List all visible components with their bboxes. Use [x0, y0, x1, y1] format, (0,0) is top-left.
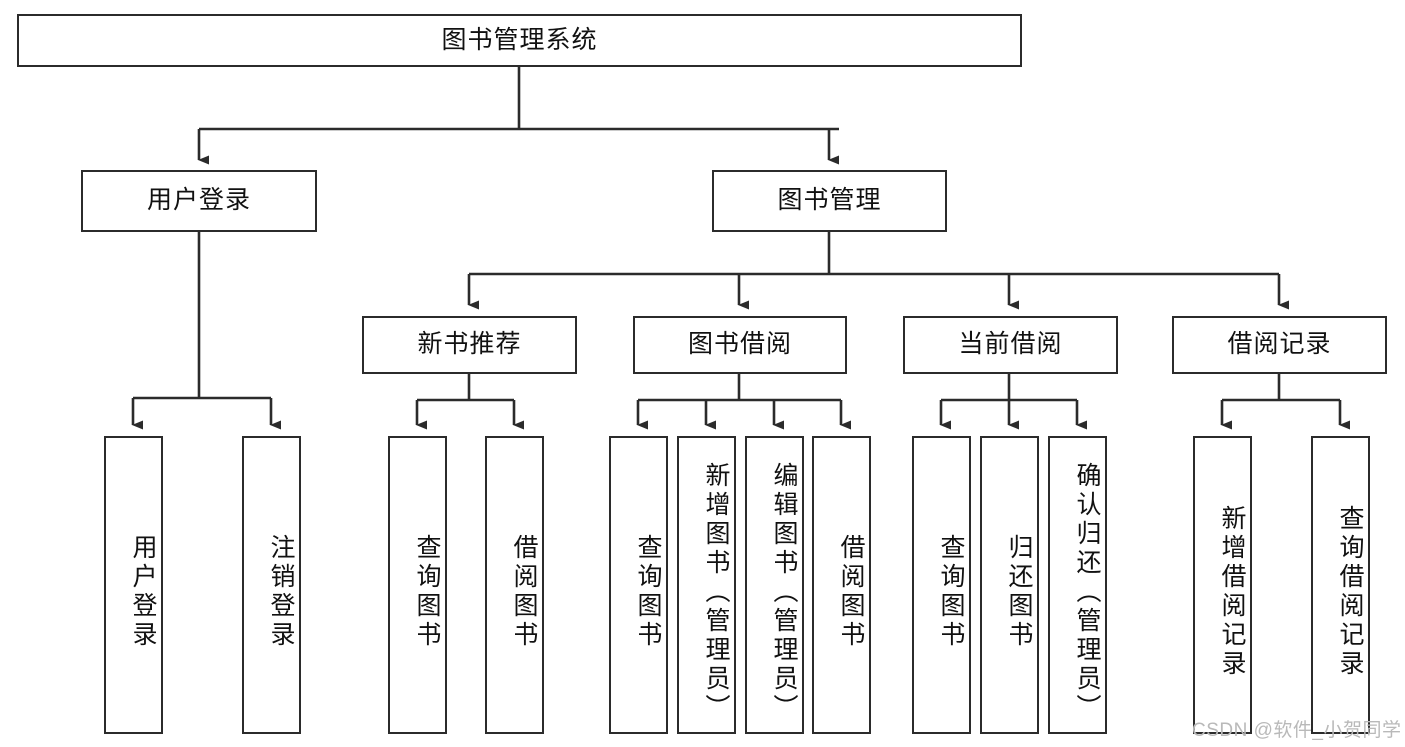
node-book-borrow[interactable]: 图书借阅 [633, 316, 847, 374]
node-label: 借阅记录 [1227, 330, 1332, 359]
node-label: 注销登录 [267, 534, 295, 650]
node-label: 借阅图书 [510, 534, 538, 650]
leaf-borrow-add-book[interactable]: 新增图书（管理员） [677, 436, 736, 734]
leaf-new-book-query[interactable]: 查询图书 [388, 436, 447, 734]
node-label: 确认归还（管理员） [1073, 461, 1101, 723]
node-user-login[interactable]: 用户登录 [81, 170, 317, 232]
node-current-borrow[interactable]: 当前借阅 [903, 316, 1118, 374]
node-label: 查询图书 [634, 534, 662, 650]
node-label: 用户登录 [129, 534, 157, 650]
leaf-user-login-signin[interactable]: 用户登录 [104, 436, 163, 734]
node-label: 编辑图书（管理员） [770, 461, 798, 723]
node-label: 查询借阅记录 [1336, 505, 1364, 679]
node-label: 查询图书 [937, 534, 965, 650]
node-label: 新增借阅记录 [1218, 505, 1246, 679]
node-borrow-record[interactable]: 借阅记录 [1172, 316, 1387, 374]
leaf-borrow-query-book[interactable]: 查询图书 [609, 436, 668, 734]
node-root-system[interactable]: 图书管理系统 [17, 14, 1022, 67]
leaf-current-return-book[interactable]: 归还图书 [980, 436, 1039, 734]
node-label: 查询图书 [413, 534, 441, 650]
leaf-user-login-signout[interactable]: 注销登录 [242, 436, 301, 734]
node-new-book-recommend[interactable]: 新书推荐 [362, 316, 577, 374]
node-label: 图书管理 [777, 186, 882, 215]
leaf-record-query[interactable]: 查询借阅记录 [1311, 436, 1370, 734]
node-label: 新书推荐 [417, 330, 522, 359]
csdn-watermark: CSDN @软件_小贺同学 [1192, 720, 1402, 741]
node-label: 用户登录 [146, 186, 251, 215]
node-label: 图书借阅 [687, 330, 792, 359]
node-label: 归还图书 [1005, 534, 1033, 650]
node-book-management[interactable]: 图书管理 [712, 170, 947, 232]
node-label: 借阅图书 [837, 534, 865, 650]
leaf-borrow-edit-book[interactable]: 编辑图书（管理员） [745, 436, 804, 734]
leaf-current-query-book[interactable]: 查询图书 [912, 436, 971, 734]
leaf-record-add[interactable]: 新增借阅记录 [1193, 436, 1252, 734]
node-label: 新增图书（管理员） [702, 461, 730, 723]
leaf-new-book-borrow[interactable]: 借阅图书 [485, 436, 544, 734]
node-label: 当前借阅 [958, 330, 1063, 359]
leaf-borrow-borrow-book[interactable]: 借阅图书 [812, 436, 871, 734]
node-label: 图书管理系统 [441, 25, 598, 54]
leaf-current-confirm-return[interactable]: 确认归还（管理员） [1048, 436, 1107, 734]
